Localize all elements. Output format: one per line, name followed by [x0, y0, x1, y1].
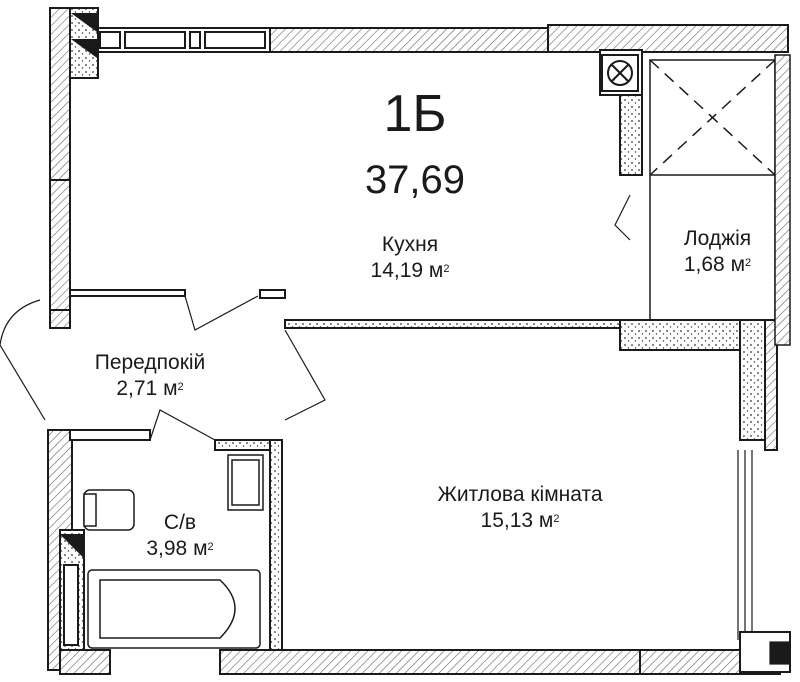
loggia-frame — [649, 54, 791, 346]
corner-columns — [59, 7, 99, 651]
loggia-label: Лоджія 1,68 м2 — [660, 226, 775, 278]
bathroom-area: 3,98 м2 — [146, 537, 214, 560]
bathroom-fixtures — [83, 454, 264, 649]
loggia-name: Лоджія — [683, 227, 752, 250]
ventilation-shaft-icon — [601, 54, 639, 92]
bathroom-label: С/в 3,98 м2 — [125, 510, 235, 562]
hallway-name: Передпокій — [94, 351, 206, 374]
kitchen-label: Кухня 14,19 м2 — [345, 232, 475, 284]
window-top — [94, 27, 271, 53]
bathroom-name: С/в — [163, 511, 197, 534]
window-right — [737, 450, 791, 673]
hallway-label: Передпокій 2,71 м2 — [70, 350, 230, 402]
kitchen-area: 14,19 м2 — [370, 259, 450, 282]
hallway-area: 2,71 м2 — [116, 377, 184, 400]
living-room-name: Житлова кімната — [437, 483, 603, 506]
living-room-area: 15,13 м2 — [480, 509, 560, 532]
loggia-area: 1,68 м2 — [683, 253, 752, 276]
kitchen-name: Кухня — [381, 233, 439, 256]
apartment-code: 1Б — [383, 85, 447, 143]
living-room-label: Житлова кімната 15,13 м2 — [410, 482, 630, 534]
interior-walls — [69, 49, 766, 651]
doors — [0, 194, 631, 441]
apartment-total-area: 37,69 — [364, 158, 466, 202]
